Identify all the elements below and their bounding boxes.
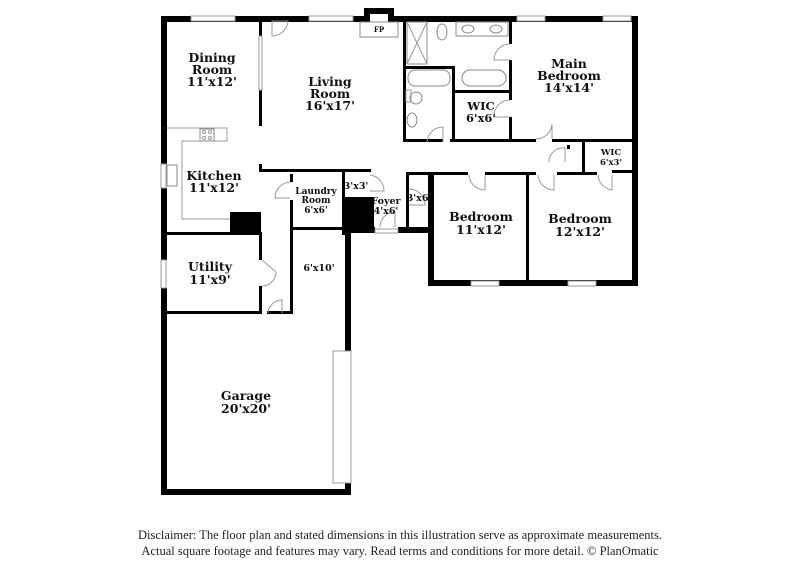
svg-text:Main: Main (551, 56, 587, 71)
svg-text:Living: Living (308, 74, 352, 89)
svg-text:16'x17': 16'x17' (305, 98, 355, 113)
svg-text:6'x10': 6'x10' (303, 263, 334, 274)
svg-text:12'x12': 12'x12' (555, 224, 605, 239)
svg-text:Room: Room (310, 86, 350, 101)
svg-text:Kitchen: Kitchen (186, 168, 241, 183)
fireplace (359, 21, 399, 38)
kitchen-sink (166, 164, 178, 187)
svg-text:Laundry: Laundry (295, 187, 337, 197)
svg-text:Dining: Dining (188, 50, 236, 65)
windows (160, 15, 632, 484)
label-fp: FP (374, 25, 385, 34)
svg-text:WIC: WIC (466, 99, 494, 113)
exterior-walls (161, 8, 638, 495)
stove (199, 128, 215, 142)
bathtub-main (461, 69, 507, 87)
svg-text:3'x6': 3'x6' (407, 193, 432, 204)
svg-text:6'x3': 6'x3' (600, 158, 622, 168)
bathtub-hall (407, 69, 451, 87)
svg-text:Room: Room (192, 62, 232, 77)
svg-text:14'x14': 14'x14' (544, 80, 594, 95)
svg-text:Bedroom: Bedroom (548, 211, 612, 226)
svg-text:Foyer: Foyer (371, 196, 401, 207)
svg-text:6'x6': 6'x6' (304, 206, 327, 216)
svg-text:Bedroom: Bedroom (537, 68, 601, 83)
svg-text:11'x12': 11'x12' (187, 74, 237, 89)
svg-text:Bedroom: Bedroom (449, 209, 513, 224)
room-labels: FP Dining Room 11'x12' Living Room 16'x1… (186, 25, 622, 416)
doors (261, 20, 613, 314)
svg-text:20'x20': 20'x20' (221, 401, 271, 416)
interior-walls (165, 18, 636, 314)
disclaimer: Disclaimer: The floor plan and stated di… (0, 527, 800, 559)
svg-text:11'x12': 11'x12' (456, 222, 506, 237)
svg-text:6'x6': 6'x6' (466, 111, 496, 125)
svg-text:4'x6': 4'x6' (374, 206, 399, 217)
svg-text:WIC: WIC (600, 148, 622, 158)
svg-text:11'x12': 11'x12' (189, 180, 239, 195)
svg-text:Room: Room (301, 196, 330, 206)
svg-text:3'x3': 3'x3' (344, 181, 369, 192)
svg-text:Utility: Utility (188, 259, 233, 274)
sink-hall (406, 112, 418, 128)
svg-text:Garage: Garage (221, 388, 271, 403)
svg-text:11'x9': 11'x9' (189, 272, 230, 287)
disclaimer-line-1: Disclaimer: The floor plan and stated di… (138, 528, 662, 542)
toilet (436, 23, 448, 41)
toilet-hall (409, 91, 423, 105)
fixtures (166, 21, 509, 220)
disclaimer-line-2: Actual square footage and features may v… (141, 544, 659, 558)
